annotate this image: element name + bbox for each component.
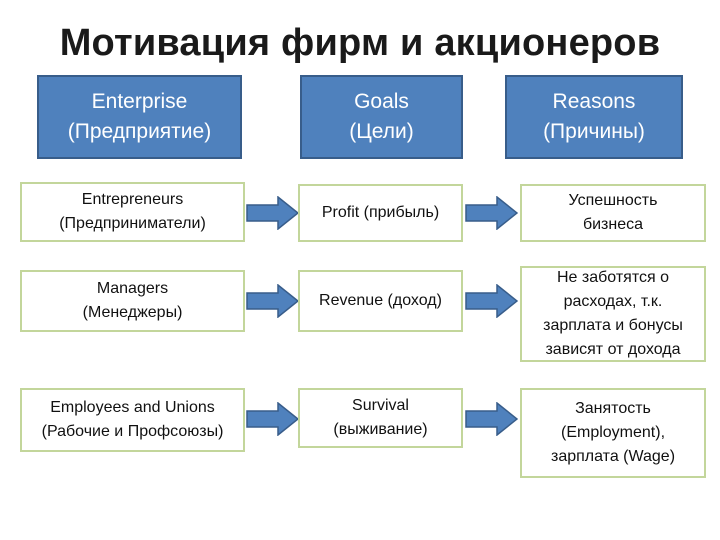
page-title: Мотивация фирм и акционеров — [59, 22, 661, 64]
goal-text: Survival — [352, 397, 409, 414]
goal-text: Revenue (доход) — [319, 292, 442, 309]
arrow-right-icon — [246, 284, 299, 318]
goal-box-profit: Profit (прибыль) — [298, 184, 463, 242]
enterprise-text: (Рабочие и Профсоюзы) — [41, 423, 224, 440]
reason-text: расходах, т.к. — [563, 293, 663, 310]
reason-text: Не заботятся о — [557, 269, 669, 286]
header-enterprise: Enterprise (Предприятие) — [37, 75, 242, 159]
reason-text: (Employment), — [560, 424, 666, 441]
reason-text: зависят от дохода — [545, 341, 681, 358]
enterprise-box-managers: Managers (Менеджеры) — [20, 270, 245, 332]
reason-text: зарплата (Wage) — [550, 448, 676, 465]
reason-text: бизнеса — [582, 216, 644, 233]
reason-text: Успешность — [568, 192, 658, 209]
arrow-right-icon — [465, 196, 518, 230]
header-reasons-ru: (Причины) — [543, 120, 645, 143]
reason-box-costs: Не заботятся о расходах, т.к. зарплата и… — [520, 266, 706, 362]
enterprise-text: Entrepreneurs — [81, 191, 184, 208]
header-goals: Goals (Цели) — [300, 75, 463, 159]
enterprise-box-employees: Employees and Unions (Рабочие и Профсоюз… — [20, 388, 245, 452]
goal-text: Profit (прибыль) — [321, 204, 440, 221]
enterprise-text: (Менеджеры) — [82, 304, 183, 321]
arrow-right-icon — [465, 284, 518, 318]
reason-box-success: Успешность бизнеса — [520, 184, 706, 242]
goal-box-revenue: Revenue (доход) — [298, 270, 463, 332]
arrow-right-icon — [465, 402, 518, 436]
goal-box-survival: Survival (выживание) — [298, 388, 463, 448]
enterprise-text: Employees and Unions — [50, 399, 215, 416]
header-goals-ru: (Цели) — [349, 120, 414, 143]
header-goals-en: Goals — [354, 90, 409, 113]
header-enterprise-ru: (Предприятие) — [67, 120, 212, 143]
arrow-right-icon — [246, 196, 299, 230]
reason-text: зарплата и бонусы — [543, 317, 683, 334]
reason-text: Занятость — [575, 400, 651, 417]
enterprise-text: (Предприниматели) — [59, 215, 206, 232]
header-enterprise-en: Enterprise — [91, 90, 188, 113]
reason-box-employment: Занятость (Employment), зарплата (Wage) — [520, 388, 706, 478]
header-reasons-en: Reasons — [552, 90, 636, 113]
header-reasons: Reasons (Причины) — [505, 75, 683, 159]
enterprise-text: Managers — [96, 280, 169, 297]
enterprise-box-entrepreneurs: Entrepreneurs (Предприниматели) — [20, 182, 245, 242]
arrow-right-icon — [246, 402, 299, 436]
goal-text: (выживание) — [333, 421, 428, 438]
